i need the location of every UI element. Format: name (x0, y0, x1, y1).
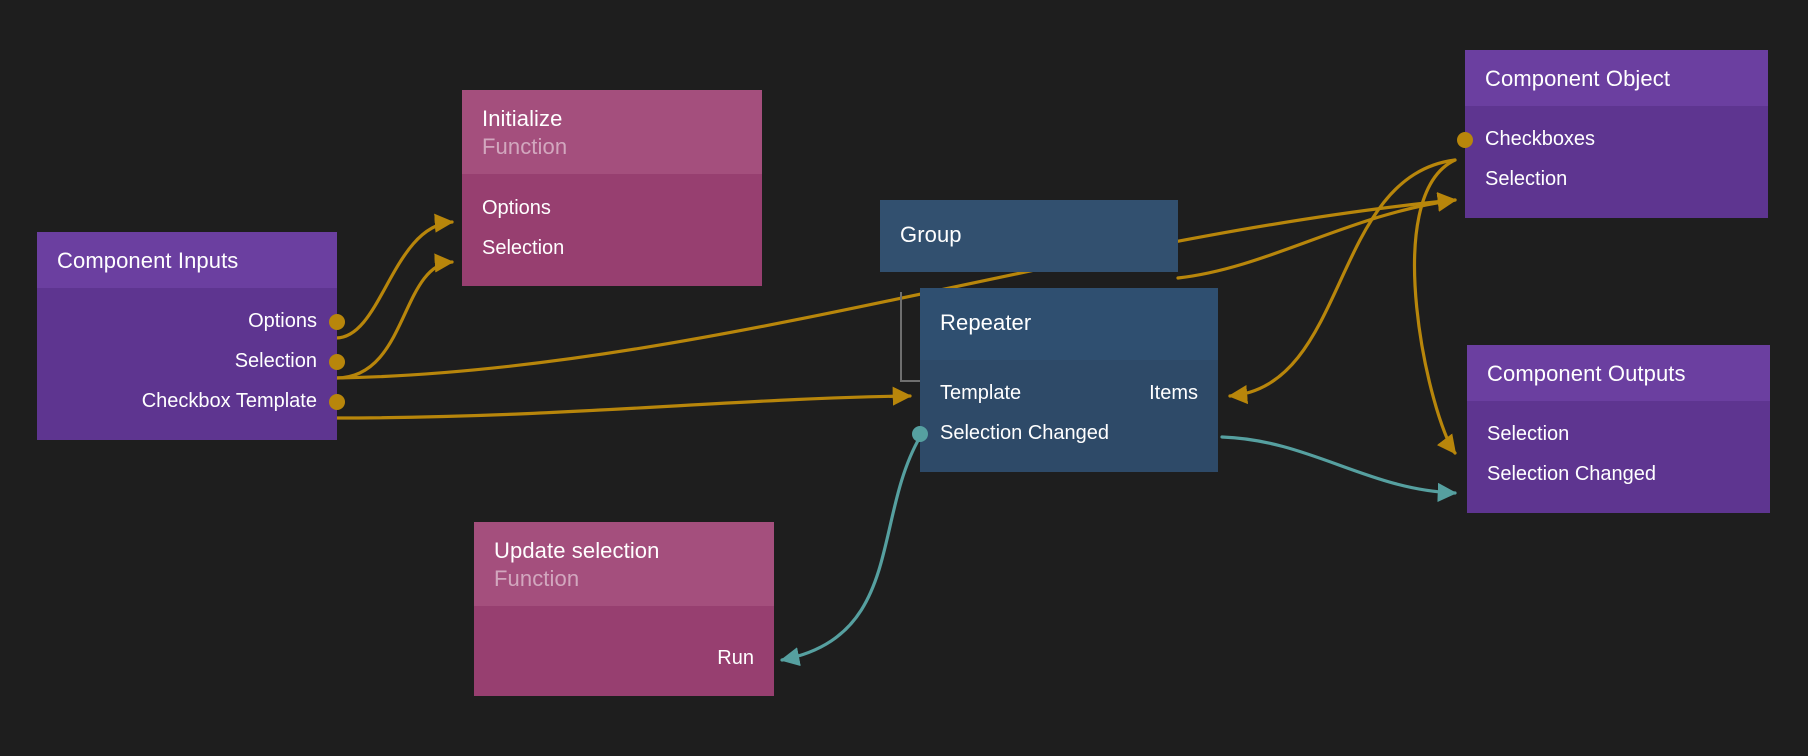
port-label-items: Items (1149, 382, 1198, 405)
node-title-text: Initialize (482, 106, 563, 131)
port-label: Options (482, 196, 551, 219)
port-row-selection[interactable]: Selection (462, 228, 762, 268)
node-title: Repeater (920, 288, 1218, 360)
node-title: Initialize Function (462, 90, 762, 175)
node-title-text: Group (900, 222, 962, 247)
port-dot-icon[interactable] (326, 351, 348, 373)
port-row-selection-changed[interactable]: Selection Changed (912, 414, 1218, 454)
port-row-selection-changed[interactable]: Selection Changed (1467, 455, 1770, 495)
wire-repeater-selchanged-to-update-run (780, 435, 922, 667)
port-row-checkbox-template[interactable]: Checkbox Template (37, 382, 345, 422)
node-component-object[interactable]: Component Object Checkboxes Selection (1457, 50, 1768, 218)
wire-object-checkboxes-to-outputs-selection (1413, 158, 1457, 455)
wire-inputs-template-to-repeater-template (334, 386, 912, 420)
node-repeater[interactable]: Repeater Template Items Selection Change… (912, 288, 1218, 472)
port-row-selection[interactable]: Selection (37, 342, 345, 382)
port-label: Selection (1485, 168, 1568, 191)
port-row-selection[interactable]: Selection (1467, 415, 1770, 455)
port-row-run[interactable]: Run (474, 638, 774, 678)
node-component-inputs[interactable]: Component Inputs Options Selection Check… (37, 232, 345, 440)
node-title: Update selection Function (474, 522, 774, 607)
port-dot-icon[interactable] (1454, 129, 1476, 151)
port-label: Selection (234, 350, 317, 373)
port-label: Checkboxes (1485, 128, 1596, 151)
port-row-template-items[interactable]: Template Items (920, 374, 1218, 414)
port-label: Selection Changed (1487, 463, 1657, 486)
node-update-selection[interactable]: Update selection Function Run (474, 522, 774, 697)
node-title: Component Object (1465, 50, 1768, 106)
wire-group-to-object-selection (1176, 192, 1457, 280)
node-title-text: Update selection (494, 538, 660, 563)
node-subtitle-text: Function (494, 565, 580, 591)
node-title-text: Component Object (1485, 66, 1671, 91)
port-dot-icon[interactable] (326, 311, 348, 333)
port-row-checkboxes[interactable]: Checkboxes (1457, 120, 1768, 160)
node-initialize[interactable]: Initialize Function Options Selection (462, 90, 762, 287)
node-title-text: Component Outputs (1487, 361, 1686, 386)
node-title: Group (880, 200, 1178, 272)
port-label: Selection Changed (940, 422, 1110, 445)
node-title-text: Repeater (940, 310, 1032, 335)
group-bracket (900, 292, 922, 382)
node-body: Template Items Selection Changed (912, 359, 1218, 472)
port-label: Run (717, 646, 754, 669)
port-label: Template (940, 382, 1022, 405)
node-component-outputs[interactable]: Component Outputs Selection Selection Ch… (1467, 345, 1770, 513)
port-row-options[interactable]: Options (37, 302, 345, 342)
wire-repeater-selchanged-to-outputs-selchanged (1220, 435, 1457, 502)
port-dot-icon[interactable] (909, 423, 931, 445)
port-label: Selection (1487, 423, 1570, 446)
port-row-options[interactable]: Options (462, 188, 762, 228)
wire-inputs-selection-to-initialize-selection (334, 253, 454, 380)
node-title: Component Inputs (37, 232, 337, 288)
wire-object-checkboxes-to-repeater-items (1228, 158, 1457, 405)
node-body: Selection Selection Changed (1467, 400, 1770, 513)
port-dot-icon[interactable] (326, 391, 348, 413)
port-label: Selection (482, 236, 565, 259)
node-title-text: Component Inputs (57, 248, 239, 273)
node-subtitle-text: Function (482, 133, 568, 159)
node-title: Component Outputs (1467, 345, 1770, 401)
node-body: Checkboxes Selection (1457, 105, 1768, 218)
port-label: Options (248, 310, 317, 333)
node-body: Run (474, 606, 774, 697)
node-group[interactable]: Group (880, 200, 1178, 272)
node-body: Options Selection (462, 174, 762, 287)
wire-inputs-options-to-initialize-options (334, 213, 454, 340)
port-label: Checkbox Template (141, 390, 317, 413)
node-body: Options Selection Checkbox Template (37, 287, 345, 440)
port-row-selection[interactable]: Selection (1465, 160, 1768, 200)
